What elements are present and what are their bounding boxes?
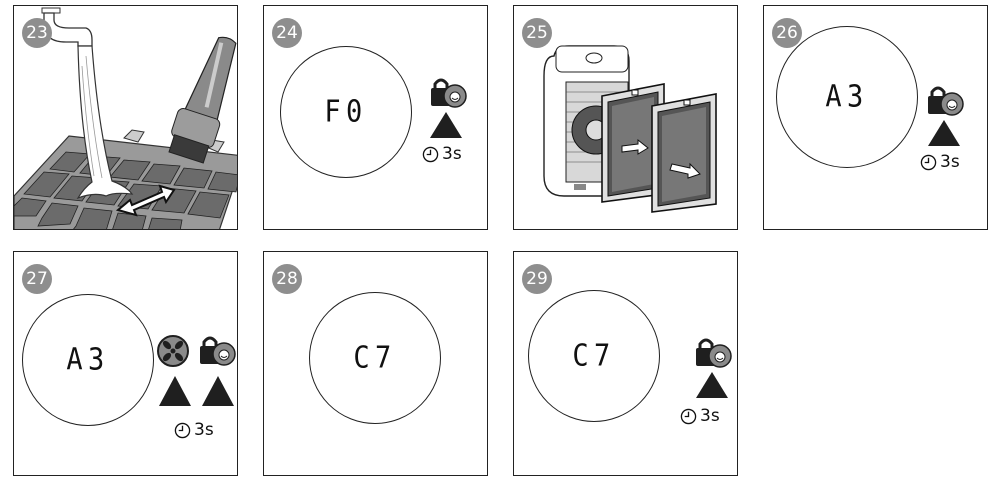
step-number-badge: 26	[772, 18, 802, 48]
display-code: F0	[324, 94, 368, 130]
press-arrow-icon	[159, 376, 191, 406]
hold-time-label: 3s	[442, 144, 462, 164]
display-screen: F0	[280, 46, 412, 178]
replace-filter-illustration	[543, 45, 717, 213]
child-lock-icon[interactable]	[429, 76, 469, 110]
step-number-badge: 29	[522, 264, 552, 294]
step-number-badge: 28	[272, 264, 302, 294]
clock-icon	[920, 154, 937, 170]
child-lock-icon[interactable]	[926, 84, 966, 118]
step-29-panel: 29 C7 3s	[513, 251, 738, 476]
step-number-badge: 23	[22, 18, 52, 48]
hold-time-label: 3s	[194, 420, 214, 440]
press-arrow-icon	[430, 112, 462, 138]
step-number-badge: 24	[272, 18, 302, 48]
step-number-badge: 27	[22, 264, 52, 294]
vacuum-brush	[168, 36, 237, 164]
step-number-badge: 25	[522, 18, 552, 48]
fan-icon[interactable]	[156, 334, 190, 368]
hold-time-label: 3s	[940, 152, 960, 172]
step-27-panel: 27 A3 3s	[13, 251, 238, 476]
display-code: C7	[572, 338, 616, 374]
press-arrow-icon	[696, 372, 728, 398]
display-code: A3	[66, 342, 110, 378]
clock-icon	[174, 422, 191, 438]
display-screen: C7	[528, 290, 660, 422]
step-28-panel: 28 C7	[263, 251, 488, 476]
rinse-filter-illustration	[14, 7, 237, 229]
clock-icon	[422, 146, 439, 162]
filter-2	[651, 93, 717, 213]
display-code: A3	[825, 79, 869, 115]
hold-timer: 3s	[174, 420, 214, 440]
hold-timer: 3s	[920, 152, 960, 172]
press-arrow-icon	[202, 376, 234, 406]
press-arrow-icon	[928, 120, 960, 146]
child-lock-icon[interactable]	[198, 334, 238, 368]
display-screen: C7	[309, 292, 441, 424]
step-23-panel: 23	[13, 5, 238, 230]
step-26-panel: 26 A3 3s	[763, 5, 988, 230]
child-lock-icon[interactable]	[694, 336, 734, 370]
display-code: C7	[353, 340, 397, 376]
step-25-panel: 25	[513, 5, 738, 230]
display-screen: A3	[776, 26, 918, 168]
clock-icon	[680, 408, 697, 424]
hold-time-label: 3s	[700, 406, 720, 426]
hold-timer: 3s	[422, 144, 462, 164]
hold-timer: 3s	[680, 406, 720, 426]
back-forth-arrow-icon	[115, 184, 176, 217]
display-screen: A3	[22, 294, 154, 426]
step-24-panel: 24 F0 3s	[263, 5, 488, 230]
